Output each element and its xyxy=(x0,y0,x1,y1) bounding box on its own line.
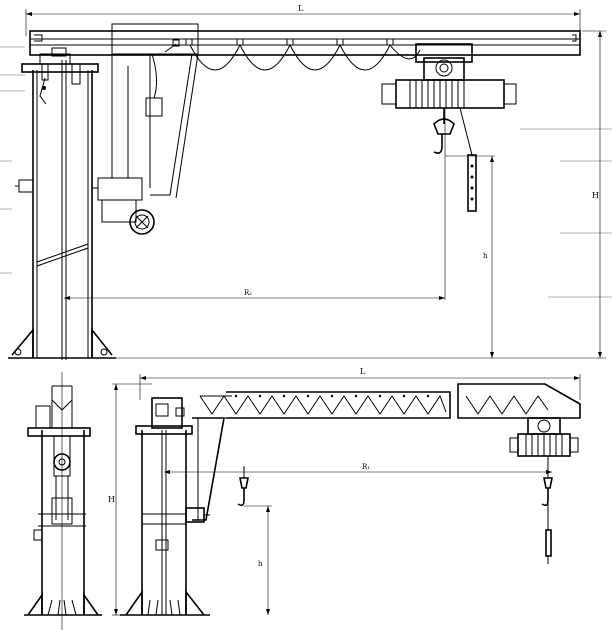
bottom-electric-hoist xyxy=(509,417,579,564)
top-pendant-control xyxy=(459,107,477,212)
top-festoon-cable xyxy=(185,38,421,71)
bottom-radius-label: R₁ xyxy=(362,463,370,471)
bottom-hook-height-dimension: h xyxy=(244,505,272,615)
bottom-hook-height-label: h xyxy=(258,560,263,568)
background-table-ghost xyxy=(0,46,612,298)
bottom-festoon-cable xyxy=(199,394,549,415)
top-slewing-frame xyxy=(111,23,199,199)
bottom-span-dimension: L xyxy=(139,367,581,400)
top-electric-hoist xyxy=(381,43,517,300)
bottom-pillar-column xyxy=(120,397,225,616)
top-crane-view: L xyxy=(8,4,606,360)
top-jib-beam xyxy=(29,30,581,56)
top-span-label: L xyxy=(298,4,304,13)
top-pillar-column xyxy=(8,47,116,360)
top-total-height-label: H xyxy=(592,191,599,200)
side-view-pillar xyxy=(24,372,102,630)
bottom-total-height-dimension: H xyxy=(108,383,152,616)
bottom-span-label: L xyxy=(360,367,366,376)
bottom-total-height-label: H xyxy=(108,495,115,504)
top-slewing-motor xyxy=(92,177,155,235)
top-total-height-dimension: H xyxy=(116,30,606,359)
bottom-radius-dimension: R₁ xyxy=(164,463,552,474)
top-hook-height-dimension: h xyxy=(445,155,495,358)
top-hook-height-label: h xyxy=(483,252,488,260)
top-radius-label: R₂ xyxy=(244,289,252,297)
bottom-crane-view: L xyxy=(108,367,581,616)
top-radius-dimension: R₂ xyxy=(64,289,445,300)
